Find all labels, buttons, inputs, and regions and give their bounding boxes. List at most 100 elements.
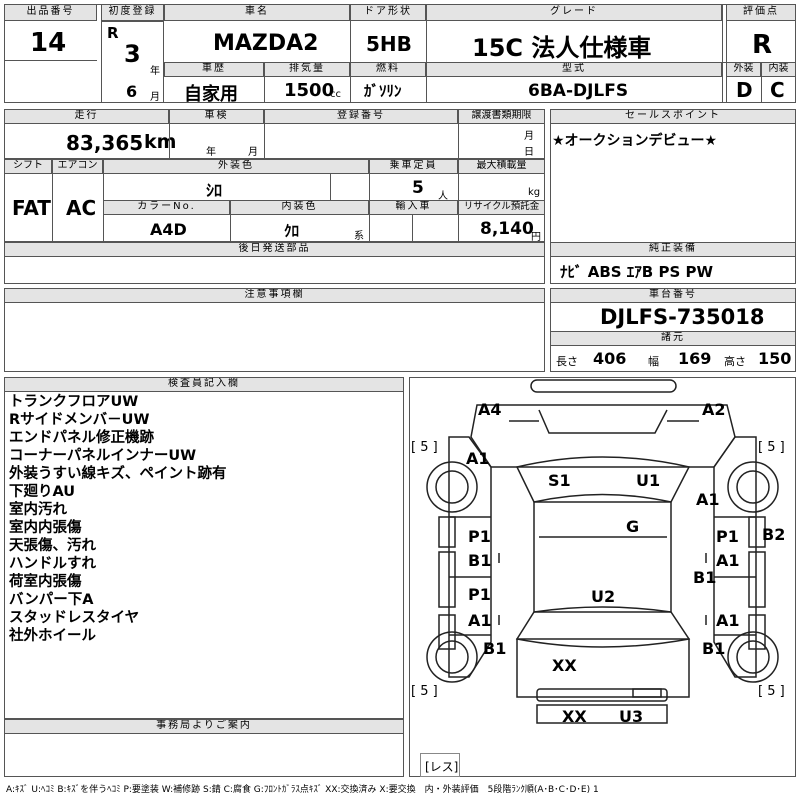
model-code-label: 型式 <box>426 62 722 77</box>
mark-s1: S1 <box>548 471 571 490</box>
first-reg-era: R <box>107 24 119 42</box>
int-color-unit: 系 <box>354 231 364 242</box>
mark-u1: U1 <box>636 471 661 490</box>
inspector-note: ハンドルすれ <box>9 556 96 572</box>
first-reg-year-unit: 年 <box>150 66 160 77</box>
other-value: [レス] <box>425 760 459 774</box>
displacement-unit: cc <box>330 89 341 100</box>
inspector-note: トランクフロアUW <box>9 394 139 410</box>
mark-b1-rl: B1 <box>483 639 507 658</box>
spec-height-value: 150 <box>758 349 792 368</box>
tyre-label-rl: [ 5 ] <box>411 684 438 699</box>
front-bumper-shape <box>530 379 677 393</box>
mark-xx-trunk: XX <box>552 656 577 675</box>
chassis-value: DJLFS-735018 <box>600 305 765 329</box>
spec-width-label: 幅 <box>648 355 659 368</box>
recycle-label: リサイクル預託金 <box>458 200 545 215</box>
rear-panel-shape <box>536 704 668 724</box>
sales-point-label: セールスポイント <box>550 109 796 124</box>
rear-bumper-shape <box>536 688 668 702</box>
exterior-value: D <box>736 78 753 102</box>
first-reg-year: 3 <box>124 40 141 68</box>
first-reg-label: 初度登録 <box>101 4 164 21</box>
fuel-value: ｶﾞｿﾘﾝ <box>364 82 402 100</box>
max-load-label: 最大積載量 <box>458 159 545 174</box>
specs-label: 諸元 <box>550 331 796 346</box>
mileage-unit: km <box>144 131 177 153</box>
mark-a1-fr: A1 <box>696 490 720 509</box>
right-side-shape <box>713 436 757 678</box>
fuel-label: 燃料 <box>350 62 426 77</box>
history-value: 自家用 <box>184 84 238 105</box>
mark-p1-r: P1 <box>716 527 739 546</box>
rear-plate-shape <box>632 688 662 698</box>
aircon-value: AC <box>66 196 97 220</box>
other-box <box>420 753 460 777</box>
mark-xx-rear: XX <box>562 707 587 726</box>
spec-length-label: 長さ <box>556 355 578 368</box>
mark-a2: A2 <box>702 400 726 419</box>
mark-b1-l1: B1 <box>468 551 492 570</box>
rear-glass-shape <box>515 606 691 648</box>
mark-u3: U3 <box>619 707 644 726</box>
score-value: R <box>752 30 773 60</box>
inspector-note: エンドパネル修正機跡 <box>9 430 154 446</box>
mark-u2: U2 <box>591 587 616 606</box>
inspector-note: 下廻りAU <box>9 484 76 500</box>
color-no-label: カラーNo. <box>103 200 230 215</box>
inspector-note: スタッドレスタイヤ <box>9 610 140 626</box>
displacement-label: 排気量 <box>264 62 350 77</box>
trunk-shape <box>516 638 690 698</box>
capacity-unit: 人 <box>438 191 448 202</box>
ext-color-label: 外装色 <box>103 159 369 174</box>
first-reg-month-unit: 月 <box>150 92 160 103</box>
recycle-unit: 円 <box>531 232 541 243</box>
capacity-label: 乗車定員 <box>369 159 458 174</box>
mark-a1-fl: A1 <box>466 449 490 468</box>
displacement-value: 1500 <box>284 80 335 101</box>
mark-p1-l1: P1 <box>468 527 491 546</box>
reg-no-label: 登録番号 <box>264 109 458 124</box>
sales-point-value: ★オークションデビュー★ <box>552 133 718 149</box>
inspector-note: コーナーパネルインナーUW <box>9 448 197 464</box>
mark-b2: B2 <box>762 525 786 544</box>
int-color-value: ｸﾛ <box>284 222 300 240</box>
lot-no-label: 出品番号 <box>4 4 97 21</box>
tyre-front-left-shape <box>426 461 478 513</box>
model-code-value: 6BA-DJLFS <box>528 81 629 101</box>
transfer-label: 譲渡書類期限 <box>458 109 545 124</box>
mark-a1-l2: A1 <box>468 611 492 630</box>
mark-b1-rr: B1 <box>702 639 726 658</box>
car-diagram <box>426 379 779 724</box>
spec-length-value: 406 <box>593 349 627 368</box>
inspector-note: Rサイドメンバ－UW <box>9 412 150 428</box>
int-color-label: 内装色 <box>230 200 369 215</box>
office-label: 事務局よりご案内 <box>4 719 404 734</box>
history-label: 車歴 <box>164 62 264 77</box>
grade-value: 15C 法人仕様車 <box>472 34 652 62</box>
interior-label: 内装 <box>761 62 796 77</box>
door-label: ドア形状 <box>350 4 426 21</box>
mileage-value: 83,365 <box>66 131 144 155</box>
door-value: 5HB <box>366 32 412 56</box>
mileage-label: 走行 <box>4 109 169 124</box>
mark-g: G <box>626 517 640 536</box>
recycle-value: 8,140 <box>480 219 534 239</box>
inspector-note: 室内汚れ <box>9 502 67 518</box>
mark-b1-r: B1 <box>693 568 717 587</box>
shift-value: FAT <box>12 196 51 220</box>
mark-p1-l2: P1 <box>468 585 491 604</box>
spec-width-value: 169 <box>678 349 712 368</box>
inspection-year-unit: 年 <box>206 147 216 158</box>
tyre-front-right-shape <box>727 461 779 513</box>
first-reg-month: 6 <box>126 82 138 101</box>
inspection-month-unit: 月 <box>248 147 258 158</box>
equipment-value: ﾅﾋﾞ ABS ｴｱB PS PW <box>560 263 714 281</box>
transfer-day-unit: 日 <box>524 147 534 158</box>
chassis-label: 車台番号 <box>550 288 796 303</box>
diagram-box <box>409 377 796 777</box>
import-label: 輸入車 <box>369 200 458 215</box>
inspection-label: 車検 <box>169 109 264 124</box>
equipment-label: 純正装備 <box>550 242 796 257</box>
interior-value: C <box>770 78 785 102</box>
